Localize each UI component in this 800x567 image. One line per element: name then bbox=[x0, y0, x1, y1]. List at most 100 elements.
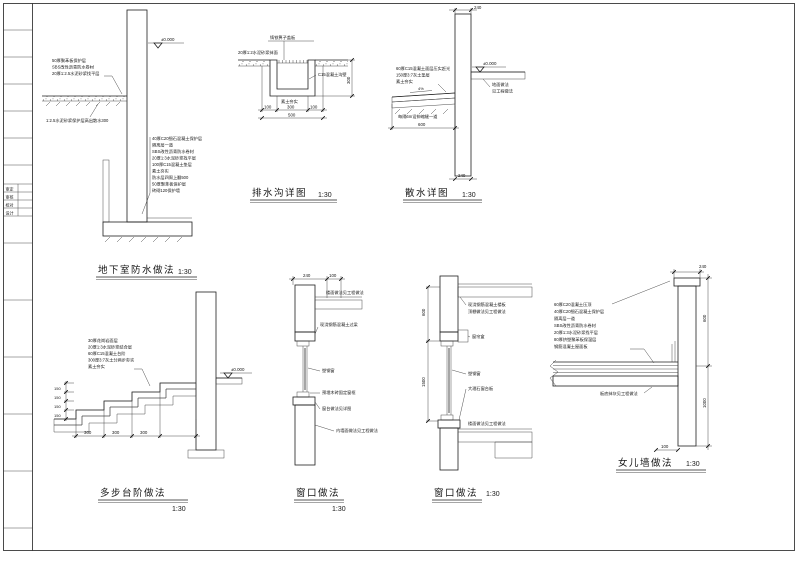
dim-value: 240 bbox=[699, 264, 707, 269]
note: 每隔6m设伸缩缝一道 bbox=[398, 113, 438, 120]
slope-label: 4% bbox=[418, 86, 424, 91]
dim-ticks bbox=[259, 115, 326, 121]
detail-title: 地下室防水做法 bbox=[98, 264, 175, 276]
level-marker-icon bbox=[153, 42, 163, 49]
trench-channel-section bbox=[269, 59, 316, 97]
ground-band bbox=[238, 60, 270, 66]
wall-lower bbox=[439, 427, 459, 471]
titleblock-row: 审核 bbox=[6, 194, 14, 200]
note: 素土夯实 bbox=[88, 363, 105, 370]
note: 1:2.5水泥砂浆保护层高出散水300 bbox=[46, 117, 109, 124]
basement-floor-slab bbox=[102, 221, 193, 237]
lintel bbox=[294, 331, 316, 342]
note: 20厚1:2.5水泥砂浆找平层 bbox=[52, 70, 99, 77]
note: 60厚C15混凝土台阶 bbox=[88, 350, 126, 357]
floor-slab bbox=[457, 431, 533, 443]
dim-value: 240 bbox=[303, 273, 311, 278]
leader-line bbox=[630, 348, 655, 364]
note: 100厚C15混凝土垫层 bbox=[152, 161, 192, 168]
wall-upper bbox=[294, 284, 316, 333]
wall-section bbox=[454, 13, 472, 177]
steps-base-layer bbox=[53, 388, 197, 433]
roof-slab bbox=[552, 375, 679, 387]
footing bbox=[187, 449, 225, 459]
dim-ticks bbox=[671, 269, 703, 275]
note: SBS改性沥青防水卷材 bbox=[52, 64, 94, 71]
note: 见工程做法 bbox=[492, 88, 513, 95]
dim-value: 300 bbox=[346, 76, 351, 84]
dim-value: 300 bbox=[287, 105, 295, 110]
frame-head bbox=[440, 340, 454, 347]
dim-ticks bbox=[259, 107, 326, 113]
detail-steps: ±0.000 30厚花岗岩面层 20厚1:3水泥砂浆结合层 60厚C15混凝土台… bbox=[53, 291, 252, 513]
coping bbox=[673, 277, 701, 287]
dim-ticks bbox=[73, 433, 199, 439]
note: 50厚聚苯板保护层 bbox=[52, 57, 86, 64]
break-line bbox=[549, 359, 559, 387]
note: 80厚挤塑聚苯板保温层 bbox=[554, 336, 596, 343]
dim-value: 500 bbox=[288, 113, 296, 118]
dim-ticks bbox=[389, 125, 458, 131]
apron-concrete bbox=[391, 92, 456, 103]
note: 顶棚做法见工程做法 bbox=[468, 308, 506, 315]
soil-ticks bbox=[104, 236, 183, 243]
note: 隔离层一道 bbox=[554, 315, 576, 322]
basement-wall-section bbox=[126, 9, 148, 223]
dim-value: 240 bbox=[458, 173, 466, 178]
ground-hatch-ticks bbox=[45, 101, 121, 107]
dim-ticks bbox=[63, 380, 69, 422]
detail-scale: 1:30 bbox=[332, 506, 346, 513]
detail-title: 排水沟详图 bbox=[252, 187, 307, 199]
floor-slab bbox=[314, 299, 363, 310]
dim-ticks bbox=[290, 276, 344, 282]
detail-scale: 1:30 bbox=[462, 192, 476, 199]
apron-band bbox=[42, 96, 127, 101]
dim-value: 600 bbox=[702, 314, 707, 322]
protection-wall bbox=[102, 159, 110, 223]
ground-band bbox=[315, 60, 348, 66]
dim-ticks bbox=[452, 176, 474, 182]
detail-scale: 1:30 bbox=[686, 461, 700, 468]
detail-title: 窗口做法 bbox=[434, 487, 478, 499]
wall-section bbox=[195, 291, 217, 451]
soil-ticks bbox=[394, 108, 449, 115]
detail-drain-trench: 铸铁箅子盖板 20厚1:2水泥砂浆抹面 C15混凝土沟壁 素土夯实 100 30… bbox=[238, 34, 355, 203]
dim-value: 100 bbox=[310, 105, 318, 110]
note: 60厚C20混凝土压顶 bbox=[554, 301, 592, 308]
level-value: ±0.000 bbox=[483, 61, 497, 66]
titleblock-row: 设计 bbox=[6, 210, 14, 216]
note: 40厚C20细石混凝土保护层 bbox=[152, 135, 202, 142]
dim-value: 150 bbox=[54, 404, 61, 409]
window-sill bbox=[292, 396, 316, 406]
level-marker-icon bbox=[475, 66, 485, 73]
note: 素土夯实 bbox=[396, 78, 413, 85]
note: 素土夯实 bbox=[281, 98, 298, 105]
note: 塑钢窗 bbox=[322, 367, 335, 374]
dim-value: 100 bbox=[661, 444, 669, 449]
dim-ticks bbox=[349, 57, 355, 99]
note: 40厚C20细石混凝土保护层 bbox=[554, 308, 604, 315]
detail-title: 散水详图 bbox=[405, 187, 449, 199]
detail-window-2: 600 1500 现浇钢筋混凝土楼板 顶棚做法见工程做法 窗帘盒 塑钢窗 大理石… bbox=[421, 275, 533, 503]
note: 窗帘盒 bbox=[472, 333, 485, 340]
dim-value: 1000 bbox=[702, 398, 707, 408]
detail-scale: 1:30 bbox=[178, 269, 192, 276]
sheet-frame: 审定 审核 校对 设计 bbox=[3, 3, 795, 551]
dim-value: 100 bbox=[264, 105, 272, 110]
note: 60厚C15混凝土面层压实赶光 bbox=[396, 65, 450, 72]
level-value: ±0.000 bbox=[231, 367, 245, 372]
note: 地面做法 bbox=[492, 81, 509, 88]
outer-border bbox=[3, 3, 795, 551]
note: 150厚3:7灰土垫层 bbox=[396, 72, 430, 79]
detail-title: 多步台阶做法 bbox=[100, 487, 166, 499]
note: 铸铁箅子盖板 bbox=[270, 34, 296, 41]
detail-scale: 1:30 bbox=[172, 506, 186, 513]
note: 20厚1:3水泥砂浆找平层 bbox=[554, 329, 598, 336]
note: 楼面做法见工程做法 bbox=[468, 420, 506, 427]
dim-value: 300 bbox=[84, 430, 92, 435]
detail-window-1: 240 100 楼面做法见工程做法 现浇钢筋混凝土过梁 塑钢窗 预埋木砖固定窗框… bbox=[289, 273, 378, 513]
note: 楼面做法见工程做法 bbox=[326, 289, 364, 296]
dim-value: 1500 bbox=[421, 377, 426, 387]
note: 钢筋混凝土屋面板 bbox=[554, 343, 588, 350]
